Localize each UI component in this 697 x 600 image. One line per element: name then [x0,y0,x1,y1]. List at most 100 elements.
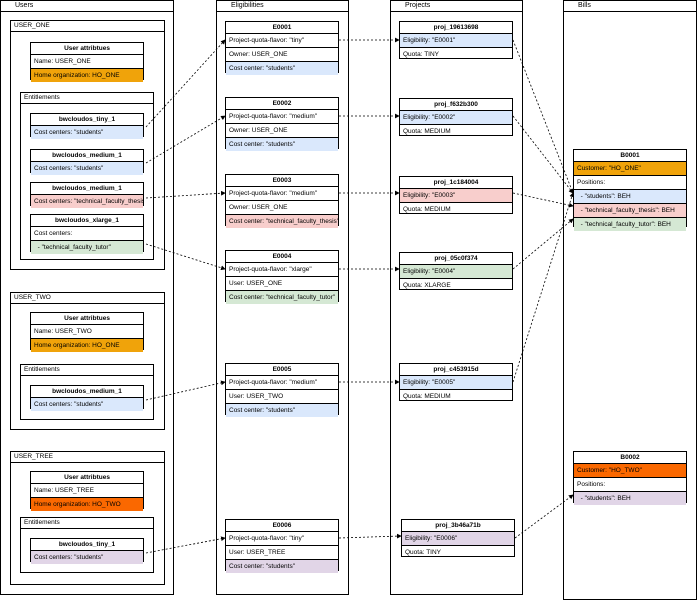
home-organization: Home organization: HO_ONE [31,69,143,82]
project-3b46a71b: proj_3b46a71b Eligibility: "E0006" Quota… [401,519,515,557]
eligibility-title: E0006 [226,520,338,532]
entitlement-title: bwcloudos_medium_1 [31,183,143,195]
entitlement-row: Cost centers: "students" [31,126,143,139]
project-title: proj_f632b300 [400,99,512,111]
entitlement-card: bwcloudos_xlarge_1 Cost centers: - "tech… [30,214,144,254]
entitlement-row: Cost centers: "students" [31,398,143,411]
user-name: Name: USER_TWO [31,325,143,339]
project-row: Eligibility: "E0001" [400,34,512,48]
bill-b0002: B0002 Customer: "HO_TWO" Positions: - "s… [573,451,687,505]
eligibility-row: Project-quota-flavor: "medium" [226,187,338,201]
user-name: Name: USER_TREE [31,484,143,498]
project-1c184004: proj_1c184004 Eligibility: "E0003" Quota… [399,176,513,214]
eligibility-row: Project-quota-flavor: "tiny" [226,34,338,48]
eligibility-row: Project-quota-flavor: "xlarge" [226,263,338,277]
project-05c0f374: proj_05c0f374 Eligibility: "E0004" Quota… [399,252,513,290]
eligibility-title: E0005 [226,364,338,376]
users-lane-title: Users [1,1,173,12]
eligibility-title: E0001 [226,22,338,34]
eligibility-title: E0003 [226,175,338,187]
entitlement-card: bwcloudos_medium_1 Cost centers: "techni… [30,182,144,208]
eligibility-row: Owner: USER_ONE [226,201,338,215]
projects-lane-title: Projects [391,1,522,12]
entitlement-card: bwcloudos_medium_1 Cost centers: "studen… [30,149,144,175]
project-row: Eligibility: "E0003" [400,189,512,203]
project-title: proj_1c184004 [400,177,512,189]
bill-row: - "students": BEH [574,492,686,505]
bill-row: Positions: [574,478,686,492]
project-row: Quota: XLARGE [403,282,451,289]
project-row: Eligibility: "E0002" [400,111,512,125]
eligibility-title: E0002 [226,98,338,110]
entitlement-row: Cost centers: "students" [31,162,143,175]
entitlement-title: bwcloudos_tiny_1 [31,114,143,126]
user-two-attributes: User attribtues Name: USER_TWO Home orga… [30,312,144,352]
project-row: Quota: MEDIUM [403,393,451,400]
entitlement-title: bwcloudos_medium_1 [31,150,143,162]
bill-title: B0001 [574,150,686,162]
project-row: Quota: TINY [405,549,442,556]
project-row: Quota: MEDIUM [403,206,451,213]
eligibility-row: Project-quota-flavor: "medium" [226,110,338,124]
eligibility-title: E0004 [226,251,338,263]
eligibility-row: Project-quota-flavor: "medium" [226,376,338,390]
bill-b0001: B0001 Customer: "HO_ONE" Positions: - "s… [573,149,687,231]
eligibility-e0006: E0006 Project-quota-flavor: "tiny" User:… [225,519,339,573]
eligibility-row: Cost center: "students" [226,560,338,573]
eligibility-row: User: USER_TREE [226,546,338,560]
entitlement-card: bwcloudos_tiny_1 Cost centers: "students… [30,538,144,564]
project-row: Eligibility: "E0004" [400,265,512,279]
entitlement-row: Cost centers: [31,227,143,241]
entitlement-title: bwcloudos_xlarge_1 [31,215,143,227]
bill-row: Customer: "HO_ONE" [574,162,686,176]
entitlement-row: - "technical_faculty_tutor" [31,241,143,254]
entitlement-card: bwcloudos_medium_1 Cost centers: "studen… [30,385,144,411]
bill-row: Customer: "HO_TWO" [574,464,686,478]
user-group-title: USER_TWO [11,293,164,304]
eligibility-e0004: E0004 Project-quota-flavor: "xlarge" Use… [225,250,339,304]
user-tree-attributes: User attribtues Name: USER_TREE Home org… [30,471,144,511]
project-title: proj_05c0f374 [400,253,512,265]
projects-lane: Projects [390,0,523,595]
bills-lane: Bills [563,0,697,600]
entitlements-title: Entitlements [21,518,153,529]
project-row: Eligibility: "E0005" [400,376,512,390]
entitlement-row: Cost centers: "students" [31,551,143,564]
project-19613698: proj_19613698 Eligibility: "E0001" Quota… [399,21,513,59]
bill-row: - "technical_faculty_thesis": BEH [574,204,686,218]
eligibility-row: Owner: USER_ONE [226,48,338,62]
bill-row: Positions: [574,176,686,190]
eligibility-row: User: USER_TWO [226,390,338,404]
user-group-title: USER_TREE [11,452,164,463]
project-row: Quota: TINY [403,51,440,58]
eligibility-e0005: E0005 Project-quota-flavor: "medium" Use… [225,363,339,417]
bill-title: B0002 [574,452,686,464]
entitlement-row: Cost centers: "technical_faculty_thesis" [31,195,143,208]
attributes-title: User attribtues [31,472,143,484]
attributes-title: User attribtues [31,43,143,55]
eligibility-e0002: E0002 Project-quota-flavor: "medium" Own… [225,97,339,151]
bill-row: - "students": BEH [574,190,686,204]
user-name: Name: USER_ONE [31,55,143,69]
eligibility-row: Cost center: "technical_faculty_thesis" [226,215,338,228]
project-row: Eligibility: "E0006" [402,532,514,546]
bills-lane-title: Bills [564,1,696,12]
eligibility-row: Project-quota-flavor: "tiny" [226,532,338,546]
eligibility-row: User: USER_ONE [226,277,338,291]
project-title: proj_19613698 [400,22,512,34]
attributes-title: User attribtues [31,313,143,325]
eligibility-e0001: E0001 Project-quota-flavor: "tiny" Owner… [225,21,339,75]
project-f632b300: proj_f632b300 Eligibility: "E0002" Quota… [399,98,513,136]
entitlement-card: bwcloudos_tiny_1 Cost centers: "students… [30,113,144,139]
entitlement-title: bwcloudos_medium_1 [31,386,143,398]
project-row: Quota: MEDIUM [403,128,451,135]
eligibility-row: Cost center: "students" [226,138,338,151]
eligibilities-lane-title: Eligibilities [217,1,348,12]
eligibility-row: Cost center: "technical_faculty_tutor" [226,291,338,304]
bill-row: - "technical_faculty_tutor": BEH [574,218,686,231]
entitlements-title: Entitlements [21,93,153,104]
project-title: proj_c453915d [400,364,512,376]
eligibility-row: Cost center: "students" [226,62,338,75]
home-organization: Home organization: HO_TWO [31,498,143,511]
eligibility-row: Cost center: "students" [226,404,338,417]
